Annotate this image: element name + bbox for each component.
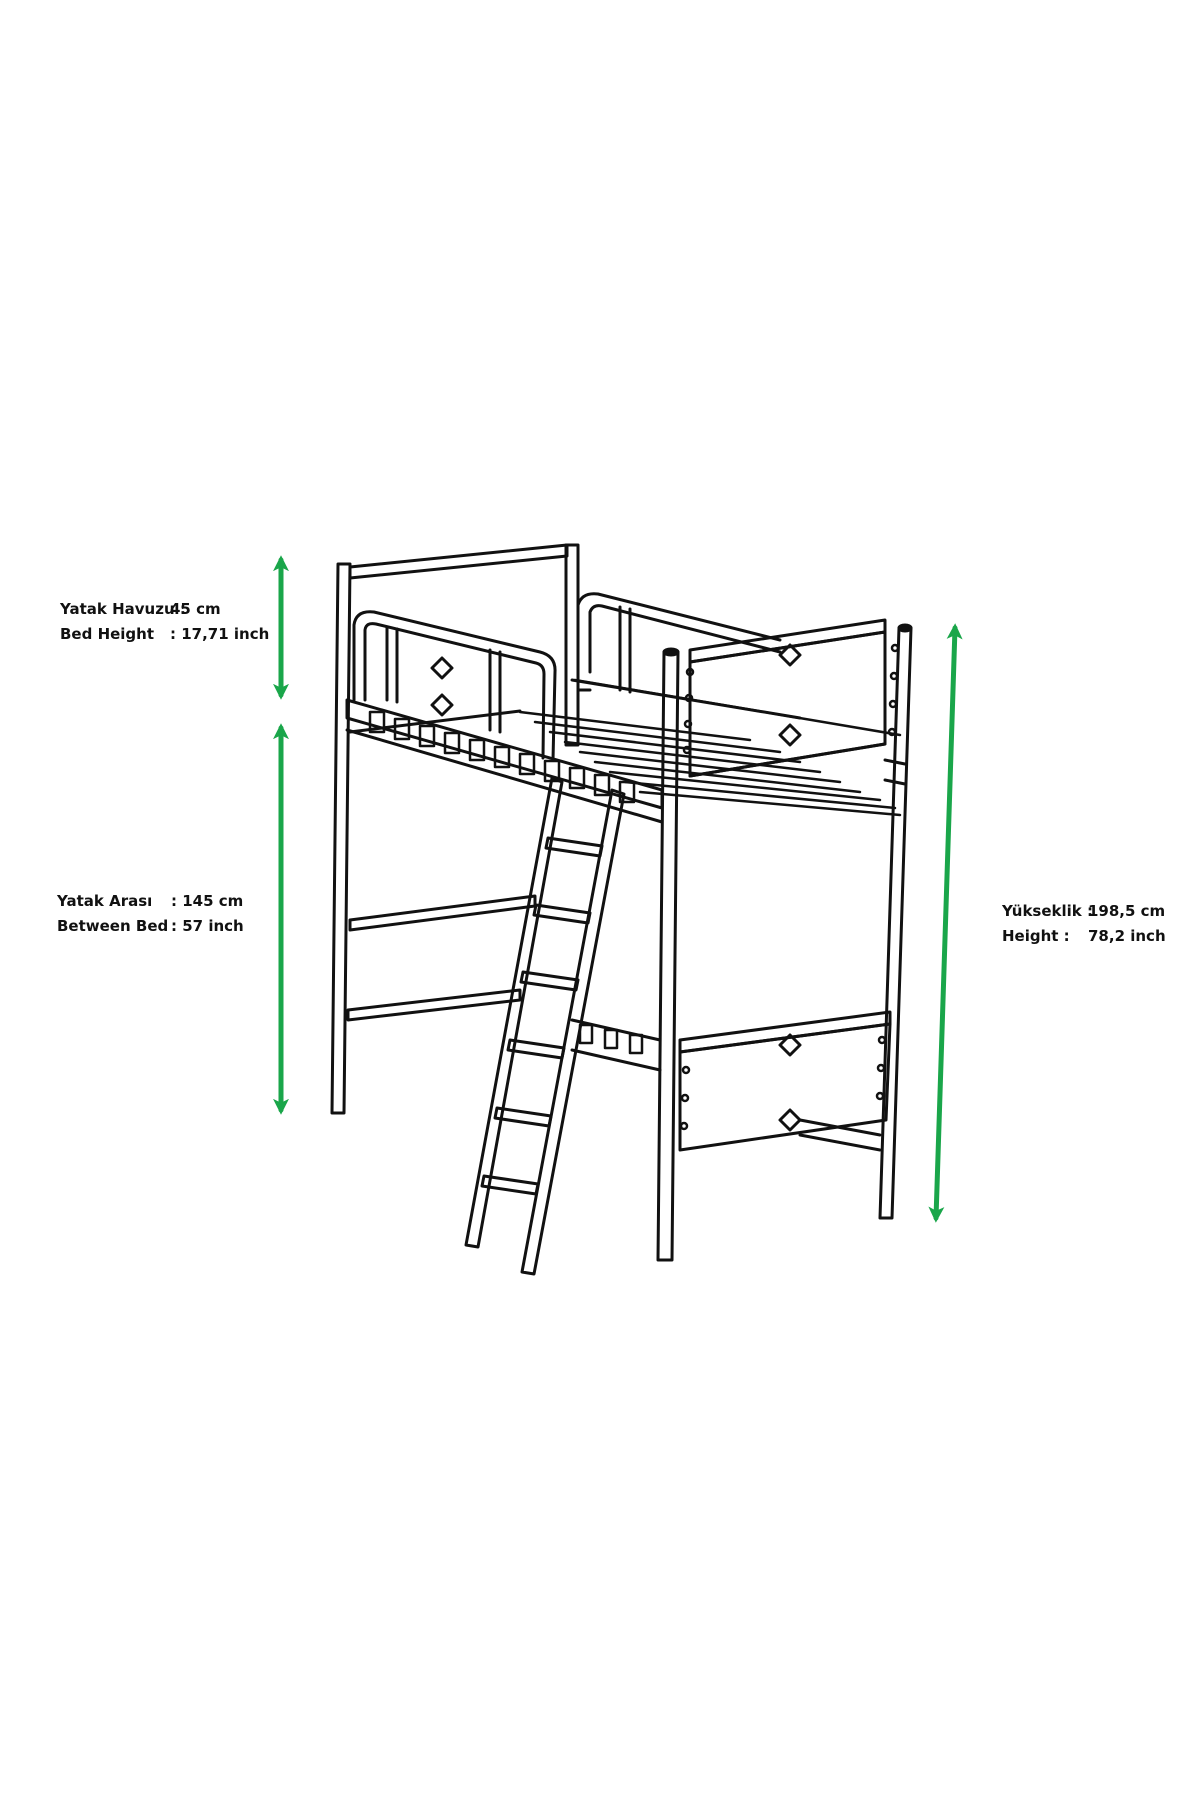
height-row-tr: Yükseklik : 198,5 cm — [1002, 899, 1166, 924]
bed-height-label-en: Bed Height — [60, 625, 155, 643]
ladder-left-rail — [464, 776, 564, 1249]
height-value-tr: 198,5 cm — [1088, 902, 1166, 920]
height-label-tr: Yükseklik : — [1002, 902, 1093, 920]
between-bed-label-en: Between Bed — [57, 917, 169, 935]
between-bed-value-tr: : 145 cm — [171, 892, 244, 910]
between-bed-dimension: Yatak Arası : 145 cm Between Bed : 57 in… — [57, 889, 244, 939]
bed-height-row-tr: Yatak Havuzu : 45 cm — [60, 597, 269, 622]
between-bed-row-en: Between Bed : 57 inch — [57, 914, 244, 939]
bed-height-dimension: Yatak Havuzu : 45 cm Bed Height : 17,71 … — [60, 597, 269, 647]
height-row-en: Height : 78,2 inch — [1002, 924, 1166, 949]
loft-bed-drawing — [330, 543, 913, 1276]
back-center-post — [564, 543, 580, 747]
between-bed-row-tr: Yatak Arası : 145 cm — [57, 889, 244, 914]
total-height-arrow-icon — [928, 623, 963, 1223]
between-bed-label-tr: Yatak Arası — [57, 892, 153, 910]
bed-height-label-tr: Yatak Havuzu : — [60, 600, 186, 618]
between-bed-value-en: : 57 inch — [171, 917, 244, 935]
height-label-en: Height : — [1002, 927, 1070, 945]
bed-height-row-en: Bed Height : 17,71 inch — [60, 622, 269, 647]
right-side-guard — [576, 592, 782, 692]
front-right-post — [878, 626, 913, 1220]
height-value-en: 78,2 inch — [1088, 927, 1166, 945]
total-height-dimension: Yükseklik : 198,5 cm Height : 78,2 inch — [1002, 899, 1166, 949]
back-headboard-rail — [348, 543, 569, 580]
front-lower-headboard — [678, 1010, 892, 1054]
bed-height-value-en: : 17,71 inch — [170, 625, 270, 643]
back-left-lower-rail — [348, 894, 537, 932]
back-left-post — [330, 562, 352, 1115]
front-left-post — [656, 650, 680, 1262]
ladder-rungs — [480, 836, 604, 1196]
bed-height-value-tr: 45 cm — [170, 600, 221, 618]
left-side-guard — [352, 610, 557, 762]
ladder-right-rail — [520, 788, 626, 1276]
